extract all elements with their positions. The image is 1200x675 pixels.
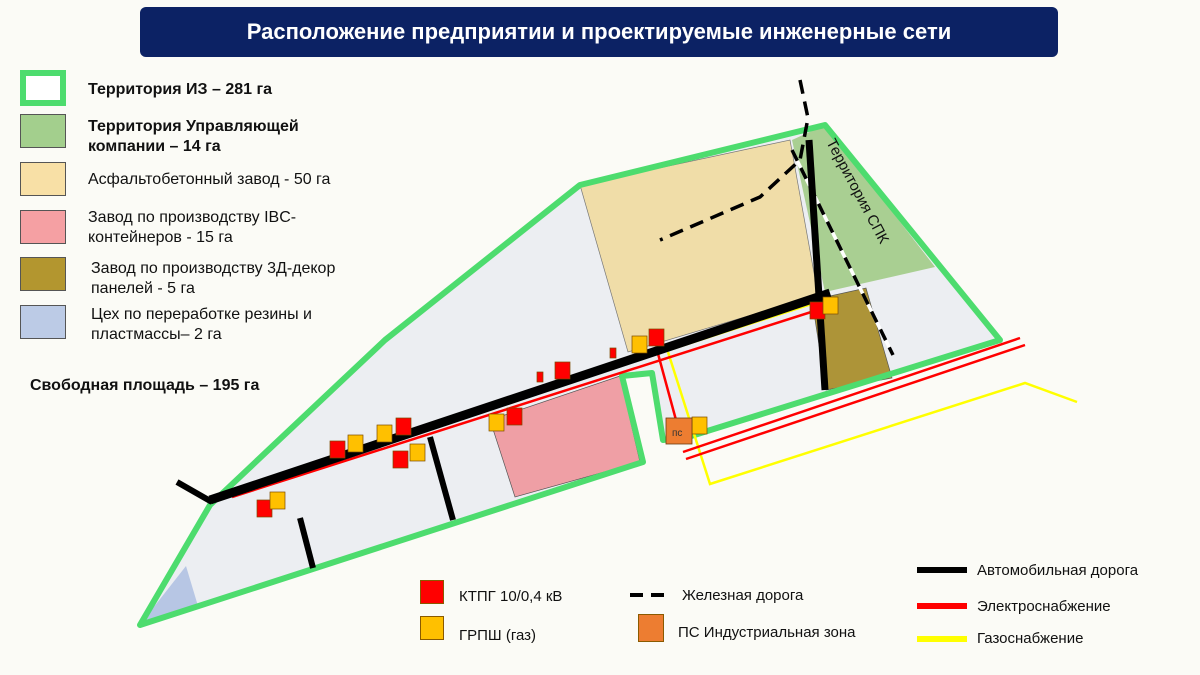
legend-swatch-ibc bbox=[20, 210, 66, 244]
legend-label-management: Территория Управляющей компании – 14 га bbox=[88, 118, 299, 155]
grpsh-marker bbox=[822, 296, 839, 315]
grpsh-marker bbox=[488, 413, 505, 432]
legend-label-ibc: Завод по производству IBC-контейнеров - … bbox=[88, 209, 297, 246]
legend-swatch-3d-panels bbox=[20, 257, 66, 291]
ktpg-marker bbox=[506, 407, 523, 426]
substation-marker bbox=[665, 417, 693, 445]
road-branch-3 bbox=[805, 139, 829, 391]
road-stub bbox=[175, 479, 214, 505]
ktpg-marker bbox=[554, 361, 571, 380]
management-company-area bbox=[792, 125, 935, 292]
railway-legend-label: Железная дорога bbox=[682, 587, 804, 604]
grpsh-marker bbox=[376, 424, 393, 443]
free-area-label: Свободная площадь – 195 га bbox=[30, 377, 260, 394]
substation-legend-label: ПС Индустриальная зона bbox=[678, 624, 856, 641]
legend-swatch-asphalt bbox=[20, 162, 66, 196]
ktpg-marker bbox=[395, 417, 412, 436]
road-branch-2 bbox=[427, 436, 456, 521]
legend-label-asphalt: Асфальтобетонный завод - 50 га bbox=[88, 171, 331, 188]
road-legend-label: Автомобильная дорога bbox=[977, 562, 1139, 579]
grpsh-marker bbox=[691, 416, 708, 435]
legend-label-3d-panels: Завод по производству 3Д-декор панелей -… bbox=[91, 260, 336, 297]
power-legend-label: Электроснабжение bbox=[977, 598, 1111, 615]
railway-legend-icon bbox=[630, 593, 670, 597]
power-line-external-2 bbox=[685, 343, 1026, 461]
grpsh-swatch bbox=[420, 616, 444, 640]
substation-swatch bbox=[638, 614, 664, 642]
substation-label: пс bbox=[672, 428, 682, 439]
page-title: Расположение предприятии и проектируемые… bbox=[140, 7, 1058, 57]
power-line-main bbox=[231, 304, 831, 499]
railway-spur-dashes bbox=[790, 149, 895, 356]
grpsh-marker bbox=[631, 335, 648, 354]
ktpg-marker bbox=[329, 440, 346, 459]
ktpg-swatch bbox=[420, 580, 444, 604]
ktpg-label: КТПГ 10/0,4 кВ bbox=[459, 588, 563, 605]
grpsh-marker bbox=[347, 434, 364, 453]
power-line-external-1 bbox=[682, 336, 1021, 454]
ktpg-marker bbox=[392, 450, 409, 469]
road-branch-1 bbox=[297, 517, 316, 569]
legend-label-iz: Территория ИЗ – 281 га bbox=[88, 81, 273, 98]
legend-swatch-iz bbox=[20, 70, 66, 106]
road-legend-line bbox=[917, 567, 967, 573]
legend-label-rubber: Цех по переработке резины и пластмассы– … bbox=[91, 306, 312, 343]
power-line-spur bbox=[655, 349, 678, 421]
railway-line bbox=[659, 79, 810, 242]
grpsh-marker bbox=[269, 491, 286, 510]
ktpg-marker bbox=[609, 347, 617, 359]
gas-legend-label: Газоснабжение bbox=[977, 630, 1084, 647]
legend-swatch-management bbox=[20, 114, 66, 148]
industrial-zone-boundary bbox=[137, 122, 1003, 628]
grpsh-label: ГРПШ (газ) bbox=[459, 627, 537, 644]
ktpg-marker bbox=[648, 328, 665, 347]
ktpg-marker bbox=[536, 371, 544, 383]
road-main bbox=[208, 288, 832, 505]
legend-swatch-rubber bbox=[20, 305, 66, 339]
power-legend-line bbox=[917, 603, 967, 609]
grpsh-marker bbox=[409, 443, 426, 462]
gas-legend-line bbox=[917, 636, 967, 642]
